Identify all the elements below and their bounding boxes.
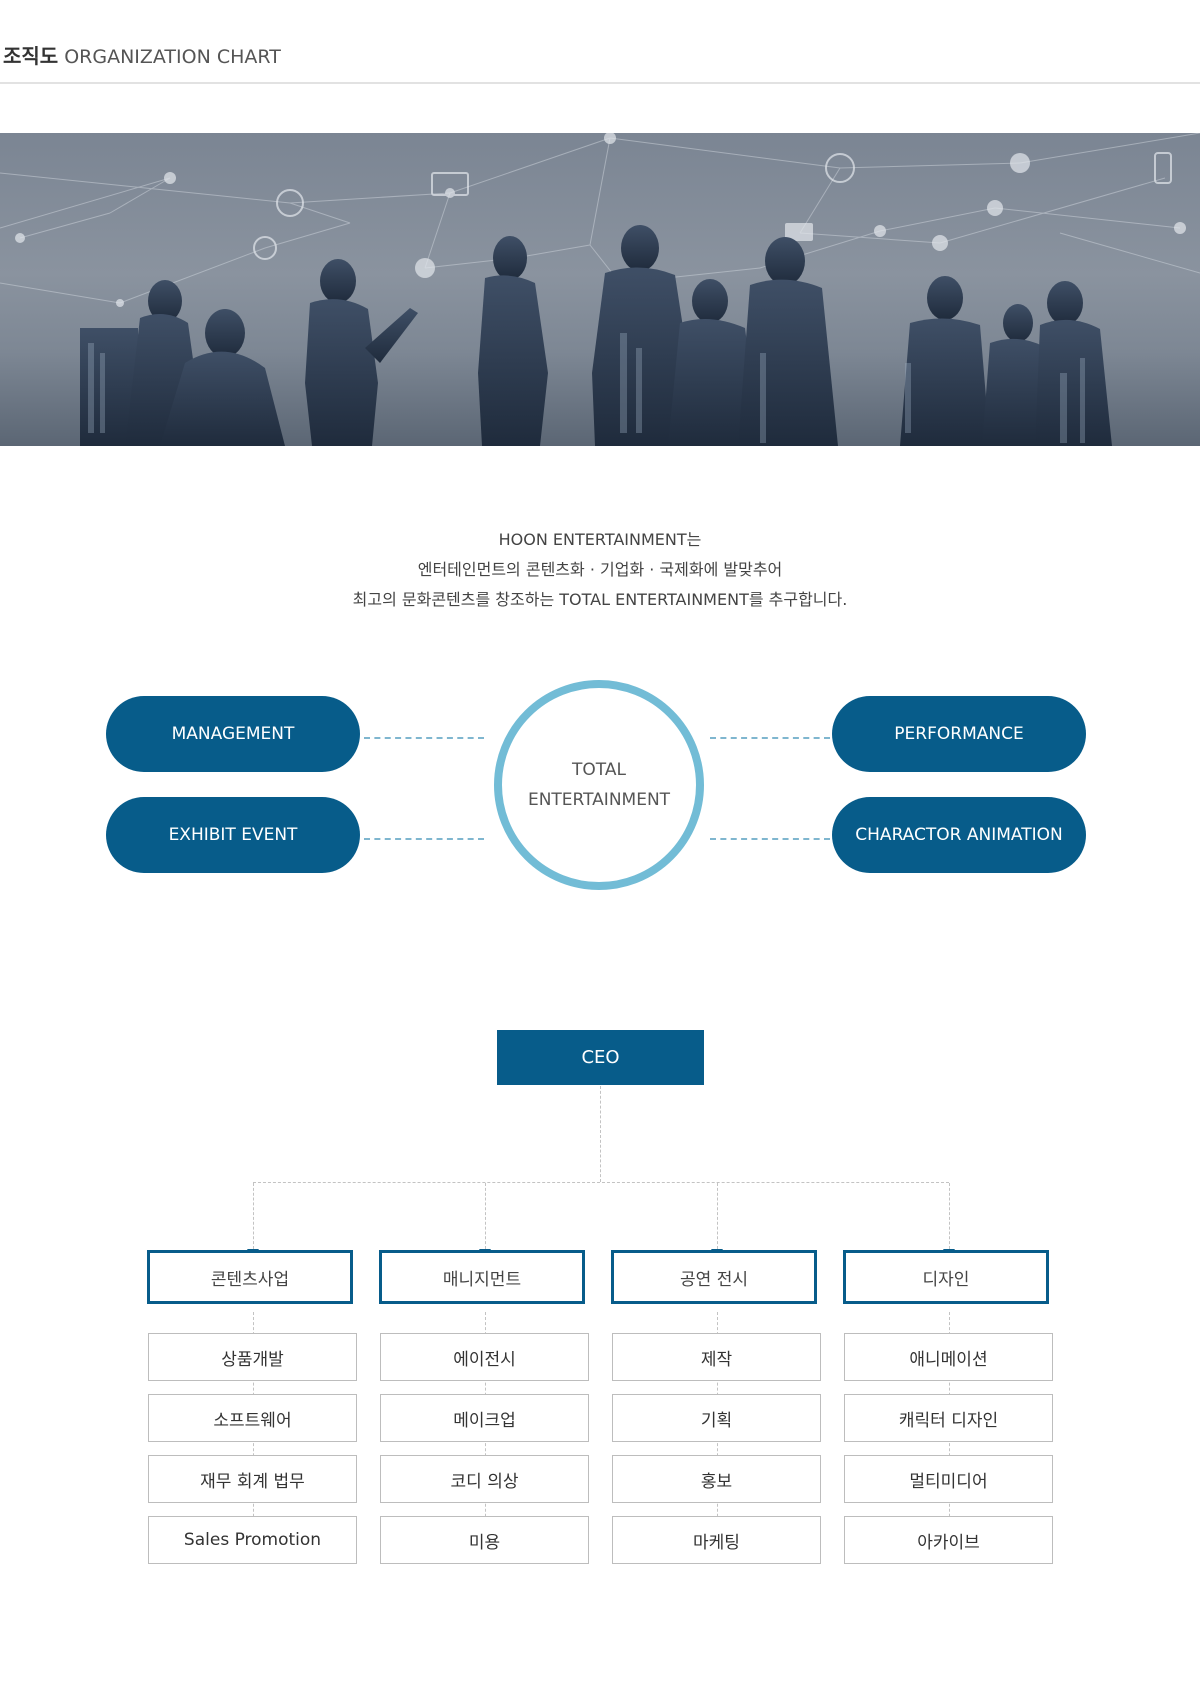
team-box: 제작 — [612, 1333, 821, 1381]
banner-image — [0, 133, 1200, 446]
intro-line-2: 엔터테인먼트의 콘텐츠화 · 기업화 · 국제화에 발맞추어 — [417, 560, 783, 579]
department-performance-exhibition: 공연 전시 — [611, 1250, 817, 1304]
team-box: 상품개발 — [148, 1333, 357, 1381]
team-box: 캐릭터 디자인 — [844, 1394, 1053, 1442]
team-box: 마케팅 — [612, 1516, 821, 1564]
team-box: 아카이브 — [844, 1516, 1053, 1564]
department-contents-business: 콘텐츠사업 — [147, 1250, 353, 1304]
department-bus-line — [253, 1182, 949, 1183]
center-label-line-2: ENTERTAINMENT — [527, 790, 671, 810]
area-exhibit-event: EXHIBIT EVENT — [106, 797, 360, 873]
department-management: 매니지먼트 — [379, 1250, 585, 1304]
drop-line — [949, 1183, 950, 1249]
intro-line-3: 최고의 문화콘텐츠를 창조하는 TOTAL ENTERTAINMENT를 추구합… — [352, 590, 848, 609]
page-title-english: ORGANIZATION CHART — [64, 46, 281, 68]
team-box: 재무 회계 법무 — [148, 1455, 357, 1503]
team-box: Sales Promotion — [148, 1516, 357, 1564]
connector-management — [364, 737, 484, 739]
team-box: 에이전시 — [380, 1333, 589, 1381]
title-divider — [0, 82, 1200, 84]
intro-line-1: HOON ENTERTAINMENT는 — [498, 530, 702, 549]
center-label-line-1: TOTAL — [572, 760, 626, 780]
ceo-trunk-line — [600, 1086, 601, 1182]
total-entertainment-circle: TOTAL ENTERTAINMENT — [494, 680, 704, 890]
area-performance: PERFORMANCE — [832, 696, 1086, 772]
connector-exhibit-event — [364, 838, 484, 840]
connector-performance — [710, 737, 830, 739]
drop-line — [253, 1183, 254, 1249]
team-box: 메이크업 — [380, 1394, 589, 1442]
area-management: MANAGEMENT — [106, 696, 360, 772]
team-box: 홍보 — [612, 1455, 821, 1503]
team-box: 멀티미디어 — [844, 1455, 1053, 1503]
drop-line — [485, 1183, 486, 1249]
network-people-illustration — [0, 133, 1200, 446]
area-charactor-animation: CHARACTOR ANIMATION — [832, 797, 1086, 873]
drop-line — [717, 1183, 718, 1249]
team-box: 코디 의상 — [380, 1455, 589, 1503]
team-box: 미용 — [380, 1516, 589, 1564]
team-box: 소프트웨어 — [148, 1394, 357, 1442]
team-box: 기획 — [612, 1394, 821, 1442]
team-box: 애니메이션 — [844, 1333, 1053, 1381]
page-title-korean: 조직도 — [3, 44, 59, 68]
connector-charactor-animation — [710, 838, 830, 840]
ceo-box: CEO — [497, 1030, 704, 1085]
department-design: 디자인 — [843, 1250, 1049, 1304]
